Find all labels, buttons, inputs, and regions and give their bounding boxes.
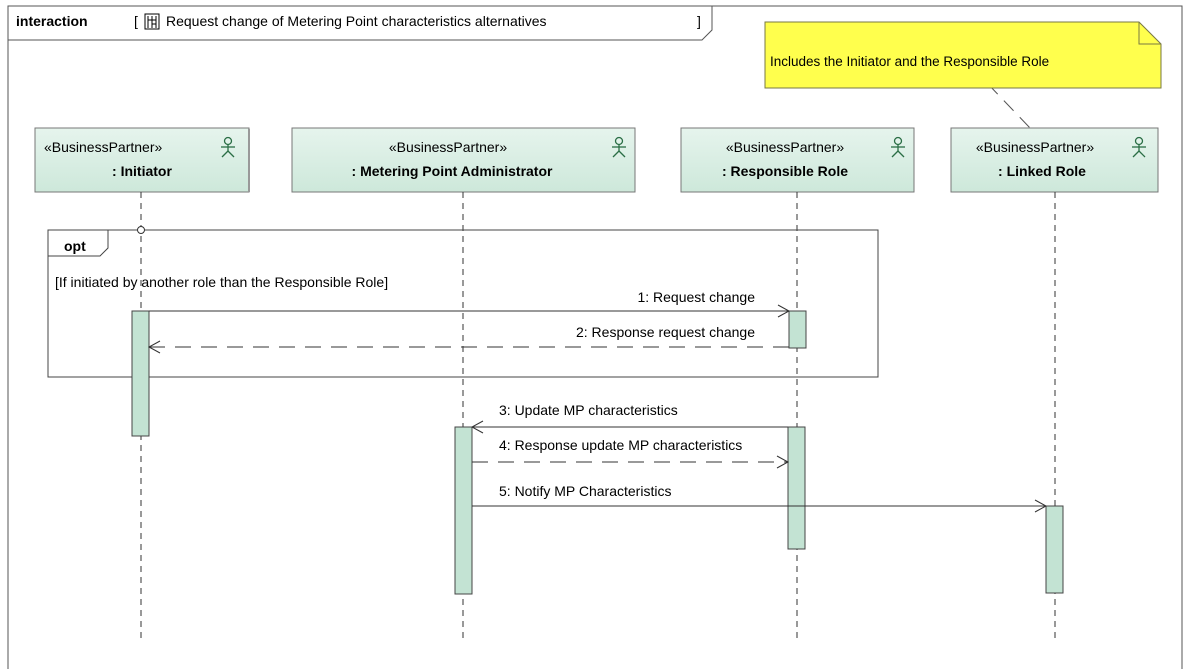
message-5[interactable]: 5: Notify MP Characteristics	[472, 483, 1048, 513]
note-text: Includes the Initiator and the Responsib…	[770, 54, 1049, 69]
lifeline-metering-point-administrator[interactable]: «BusinessPartner» : Metering Point Admin…	[291, 127, 636, 193]
frame-label-tab	[8, 6, 713, 41]
activation-bar	[1045, 505, 1064, 594]
activation-bar	[787, 426, 806, 550]
message-4[interactable]: 4: Response update MP characteristics	[472, 437, 790, 469]
note-fold	[1138, 22, 1161, 45]
lifeline-responsible-role[interactable]: «BusinessPartner» : Responsible Role	[680, 127, 915, 193]
lifeline-name: : Metering Point Administrator	[352, 163, 553, 179]
opt-operator: opt	[64, 238, 86, 254]
actor-icon	[612, 136, 626, 158]
lifeline-stereotype: «BusinessPartner»	[726, 139, 845, 155]
fragment-gate	[137, 226, 145, 234]
message-label: 1: Request change	[637, 289, 755, 305]
frame-bracket-open: [	[134, 13, 138, 29]
actor-icon	[221, 136, 235, 158]
actor-icon	[1132, 136, 1146, 158]
lifeline-initiator[interactable]: «BusinessPartner» : Initiator	[34, 127, 250, 193]
sequence-diagram-icon	[144, 13, 160, 30]
message-label: 2: Response request change	[576, 324, 755, 340]
note-box	[764, 21, 1162, 89]
lifeline-stereotype: «BusinessPartner»	[44, 139, 163, 155]
lifeline-stereotype: «BusinessPartner»	[389, 139, 508, 155]
lifeline-linked-role[interactable]: «BusinessPartner» : Linked Role	[950, 127, 1159, 193]
message-2[interactable]: 2: Response request change	[147, 324, 789, 354]
message-1[interactable]: 1: Request change	[149, 289, 791, 318]
frame-title: Request change of Metering Point charact…	[166, 13, 547, 29]
activation-bar	[788, 310, 807, 349]
message-label: 5: Notify MP Characteristics	[499, 483, 671, 499]
opt-fragment-tab	[48, 230, 109, 257]
message-3[interactable]: 3: Update MP characteristics	[470, 402, 788, 434]
message-label: 3: Update MP characteristics	[499, 402, 678, 418]
frame-bracket-close: ]	[697, 13, 701, 29]
lifeline-name: : Linked Role	[998, 163, 1086, 179]
message-label: 4: Response update MP characteristics	[499, 437, 742, 453]
opt-fragment[interactable]	[47, 229, 879, 378]
actor-icon	[891, 136, 905, 158]
frame-keyword: interaction	[16, 13, 88, 29]
activation-bar	[131, 310, 150, 437]
lifeline-name: : Responsible Role	[722, 163, 848, 179]
lifeline-stereotype: «BusinessPartner»	[976, 139, 1095, 155]
interaction-frame	[7, 5, 1183, 669]
activation-bar	[454, 426, 473, 595]
lifeline-name: : Initiator	[112, 163, 172, 179]
opt-guard: [If initiated by another role than the R…	[55, 274, 388, 290]
note-anchor-line	[987, 83, 1031, 129]
